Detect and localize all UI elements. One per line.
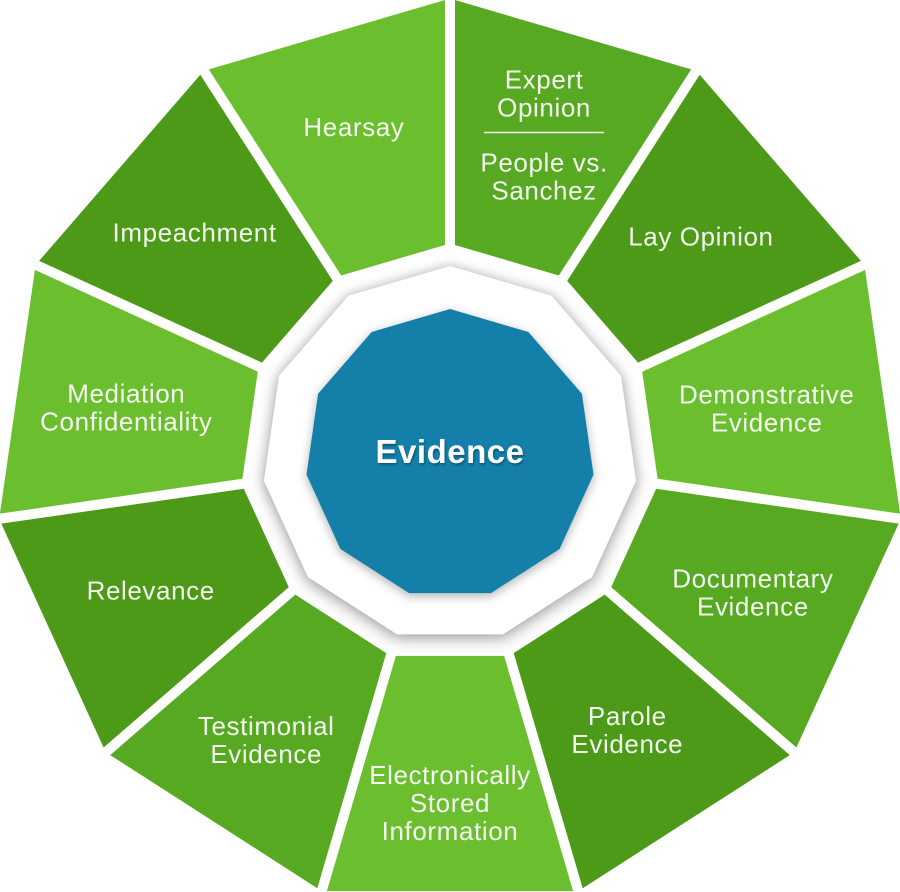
segment-electronically-stored-information xyxy=(326,655,574,891)
segment-expert-opinion xyxy=(455,0,692,276)
segment-label-line: Sanchez xyxy=(491,176,596,206)
segment-demonstrative-evidence xyxy=(642,269,900,514)
segment-label-line: Electronically xyxy=(369,760,531,790)
segment-label-line: Confidentiality xyxy=(40,407,212,437)
segment-label-line: Hearsay xyxy=(303,112,404,142)
segment-label-lay-opinion: Lay Opinion xyxy=(628,222,773,252)
segment-label-impeachment: Impeachment xyxy=(113,218,277,248)
segment-label-line: People vs. xyxy=(480,148,607,178)
segment-label-relevance: Relevance xyxy=(87,576,215,606)
segment-label-line: Evidence xyxy=(571,729,683,759)
segment-hearsay xyxy=(208,0,445,276)
segment-testimonial-evidence xyxy=(110,594,387,889)
segment-label-line: Impeachment xyxy=(113,218,277,248)
segment-relevance xyxy=(1,488,289,748)
segment-impeachment xyxy=(39,74,333,363)
center-label: Evidence xyxy=(376,433,525,470)
segment-label-line: Mediation xyxy=(67,379,185,409)
segment-label-line: Evidence xyxy=(697,591,809,621)
segment-label-line: Stored xyxy=(410,788,490,818)
segment-parole-evidence xyxy=(513,594,790,889)
segment-label-line: Relevance xyxy=(87,576,215,606)
segment-label-line: Lay Opinion xyxy=(628,222,773,252)
segment-label-line: Parole xyxy=(588,701,667,731)
segment-label-hearsay: Hearsay xyxy=(303,112,404,142)
segment-documentary-evidence xyxy=(611,488,899,748)
segment-label-line: Testimonial xyxy=(198,711,335,741)
segment-label-line: Opinion xyxy=(497,93,591,123)
segment-label-line: Evidence xyxy=(210,739,322,769)
segment-mediation-confidentiality xyxy=(0,269,258,514)
center-group: Evidence xyxy=(263,266,637,635)
segment-label-line: Demonstrative xyxy=(679,380,854,410)
segment-lay-opinion xyxy=(567,74,861,363)
segment-sublabel-expert-opinion: People vs.Sanchez xyxy=(480,148,607,206)
segment-label-line: Expert xyxy=(505,65,584,95)
segment-label-line: Documentary xyxy=(672,563,833,593)
segment-label-line: Evidence xyxy=(711,408,823,438)
segment-label-line: Information xyxy=(382,816,519,846)
center-polygon xyxy=(306,309,594,594)
